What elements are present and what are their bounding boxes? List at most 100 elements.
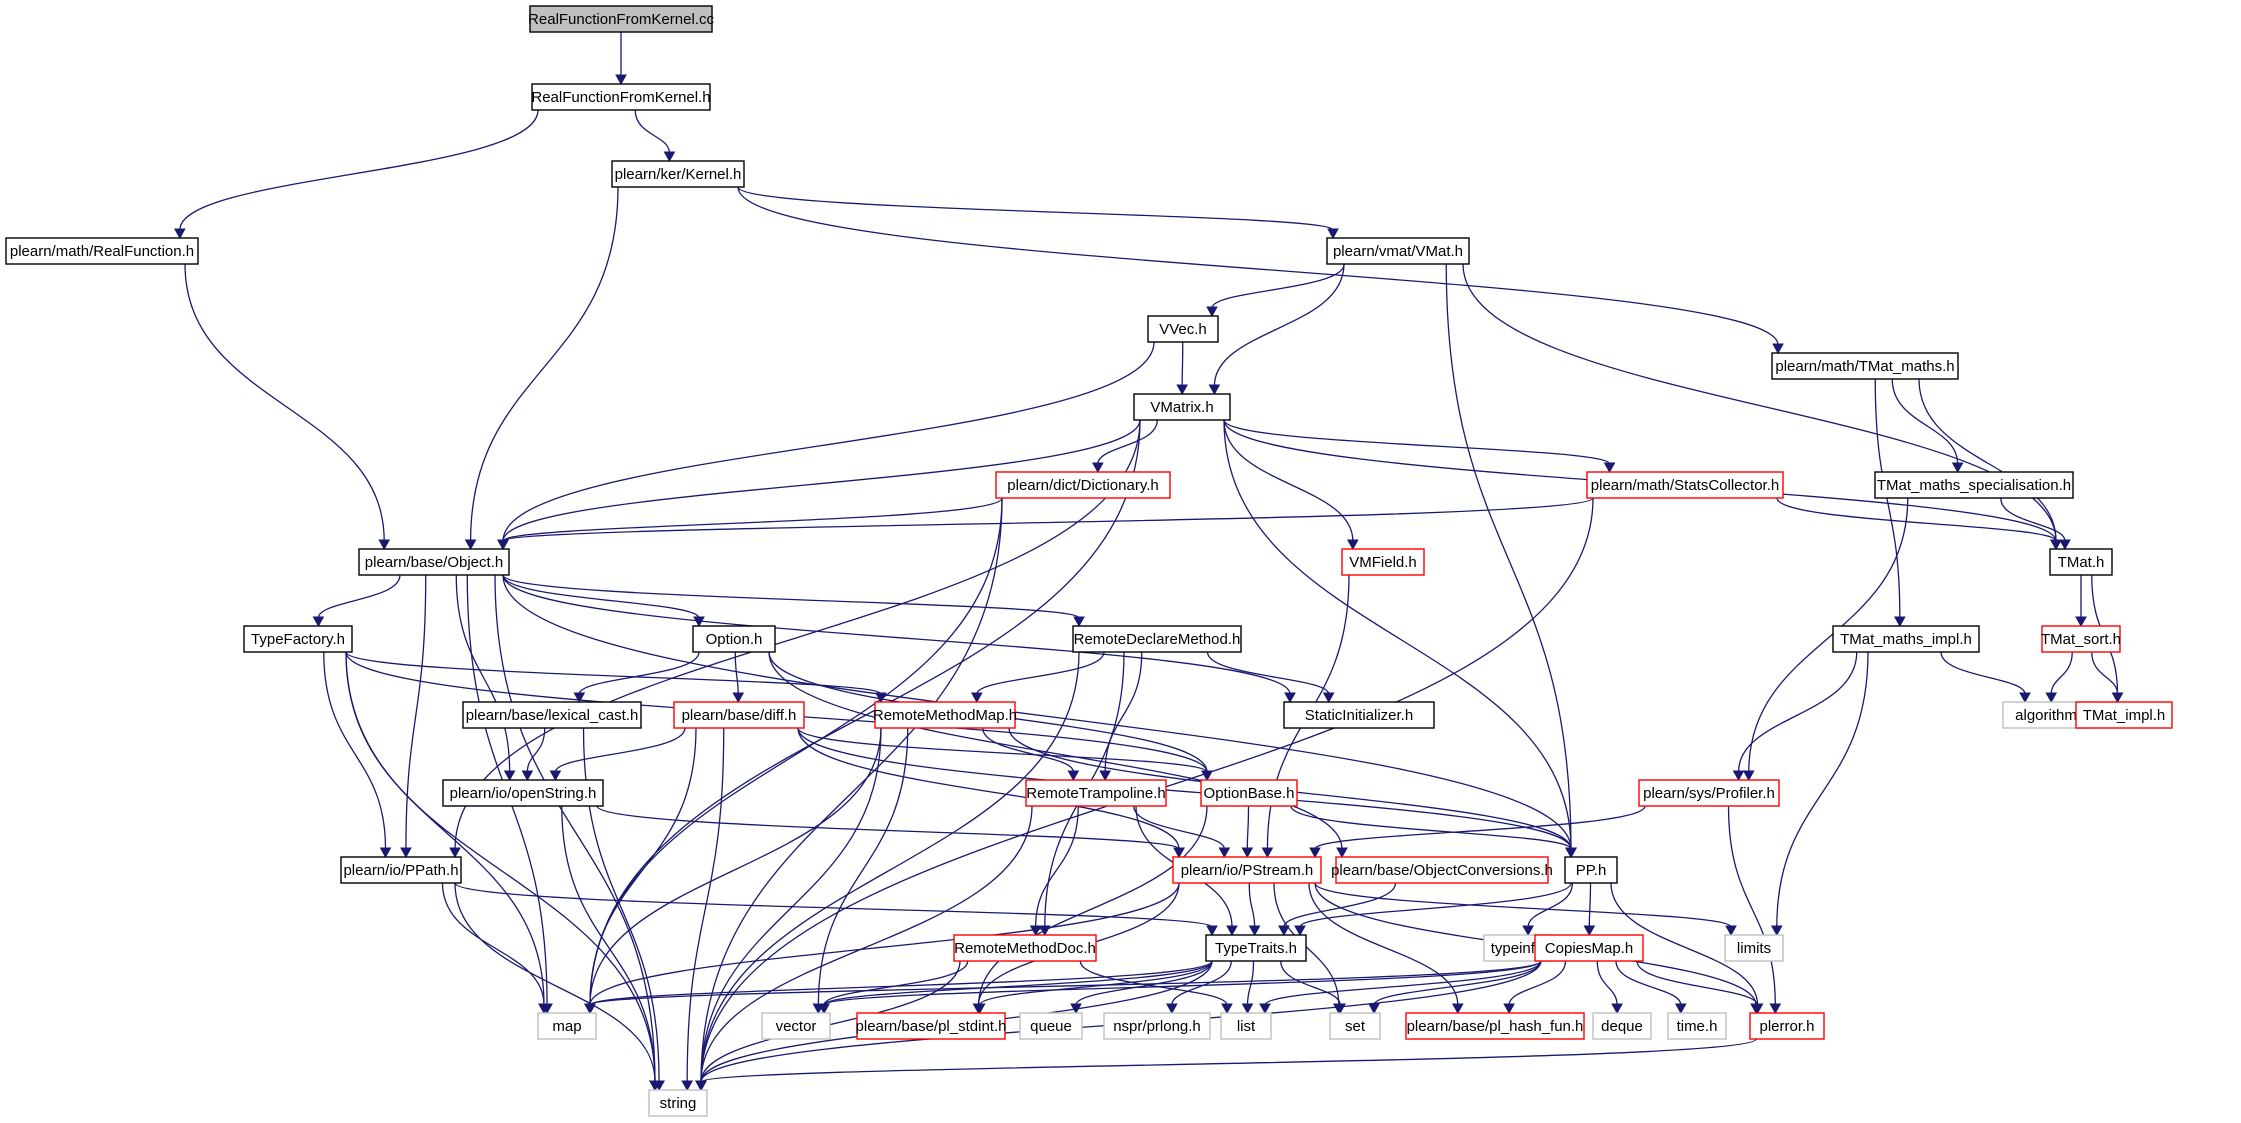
node-map: map [537, 1012, 597, 1040]
node-set: set [1329, 1012, 1381, 1040]
node-label-Object_h: plearn/base/Object.h [365, 554, 503, 571]
edge-TypeTraits_h-to-set [1280, 960, 1341, 1006]
node-box-pl_stdint_h [856, 1012, 1006, 1040]
arrowhead-RemoteTrampoline_h-to-PStream_h [1218, 847, 1231, 859]
node-box-RealFunction_h [5, 237, 199, 265]
node-label-map: map [552, 1018, 581, 1035]
node-RealFunction_h[interactable]: plearn/math/RealFunction.h [5, 237, 199, 265]
node-diff_h[interactable]: plearn/base/diff.h [673, 701, 805, 729]
node-TMat_maths_specialisation_h[interactable]: TMat_maths_specialisation.h [1874, 471, 2074, 499]
node-box-Kernel_h [611, 160, 745, 188]
node-openString_h[interactable]: plearn/io/openString.h [442, 779, 604, 807]
edge-diff_h-to-string [686, 727, 725, 1083]
node-TMat_impl_h[interactable]: TMat_impl.h [2075, 701, 2173, 729]
node-pl_stdint_h[interactable]: plearn/base/pl_stdint.h [856, 1012, 1007, 1040]
arrowhead-CopiesMap_h-to-set [1368, 1003, 1380, 1015]
node-RemoteMethodDoc_h[interactable]: RemoteMethodDoc.h [953, 934, 1097, 962]
edge-CopiesMap_h-to-plerror_h [1636, 960, 1758, 1006]
node-Object_h[interactable]: plearn/base/Object.h [358, 548, 510, 576]
arrowhead-TypeTraits_h-to-pl_stdint_h [973, 1003, 986, 1015]
edge-Dictionary_h-to-Object_h [502, 497, 1003, 542]
node-RemoteDeclareMethod_h[interactable]: RemoteDeclareMethod.h [1072, 625, 1242, 653]
node-lexical_cast_h[interactable]: plearn/base/lexical_cast.h [462, 701, 642, 729]
arrowhead-TMat_sort_h-to-algorithm [2045, 692, 2058, 704]
node-RemoteTrampoline_h[interactable]: RemoteTrampoline.h [1025, 779, 1167, 807]
edge-PPath_h-to-map [441, 882, 545, 1006]
node-TypeTraits_h[interactable]: TypeTraits.h [1205, 934, 1307, 962]
edge-StatsCollector_h-to-TMat_h [1776, 497, 2057, 542]
node-RealFunctionFromKernel_cc[interactable]: RealFunctionFromKernel.cc [528, 5, 714, 33]
arrowhead-plerror_h-to-string [695, 1080, 707, 1092]
arrowhead-Kernel_h-to-VMat_h [1327, 228, 1339, 240]
arrowhead-RemoteMethodDoc_h-to-list [1221, 1003, 1233, 1015]
arrowhead-Object_h-to-TypeFactory_h [312, 616, 325, 628]
edge-diff_h-to-OptionBase_h [797, 727, 1208, 773]
node-PP_h[interactable]: PP.h [1564, 856, 1618, 884]
node-StaticInitializer_h[interactable]: StaticInitializer.h [1283, 701, 1435, 729]
node-Dictionary_h[interactable]: plearn/dict/Dictionary.h [995, 471, 1171, 499]
node-label-RemoteDeclareMethod_h: RemoteDeclareMethod.h [1074, 631, 1241, 648]
edge-Kernel_h-to-Object_h [469, 186, 619, 542]
node-TMat_sort_h[interactable]: TMat_sort.h [2041, 625, 2121, 653]
node-label-TypeFactory_h: TypeFactory.h [251, 631, 345, 648]
node-Kernel_h[interactable]: plearn/ker/Kernel.h [611, 160, 745, 188]
node-label-RealFunctionFromKernel_cc: RealFunctionFromKernel.cc [528, 11, 714, 28]
node-limits: limits [1724, 934, 1784, 962]
node-box-VMField_h [1341, 548, 1425, 576]
node-label-diff_h: plearn/base/diff.h [682, 707, 797, 724]
node-vector: vector [761, 1012, 831, 1040]
node-PStream_h[interactable]: plearn/io/PStream.h [1172, 856, 1322, 884]
edge-Profiler_h-to-plerror_h [1727, 805, 1776, 1006]
edge-Object_h-to-openString_h [455, 574, 511, 773]
node-ObjectConversions_h[interactable]: plearn/base/ObjectConversions.h [1331, 856, 1553, 884]
edge-PStream_h-to-map [589, 882, 1180, 1006]
arrowhead-diff_h-to-string [681, 1080, 693, 1092]
node-VVec_h[interactable]: VVec.h [1147, 315, 1219, 343]
node-StatsCollector_h[interactable]: plearn/math/StatsCollector.h [1586, 471, 1784, 499]
node-TMat_maths_impl_h[interactable]: TMat_maths_impl.h [1832, 625, 1980, 653]
node-VMat_h[interactable]: plearn/vmat/VMat.h [1326, 237, 1470, 265]
edge-VMatrix_h-to-PPath_h [454, 419, 1141, 850]
edge-TMat_maths_h-to-TMat_maths_specialisation_h [1891, 378, 1959, 465]
node-Profiler_h[interactable]: plearn/sys/Profiler.h [1638, 779, 1780, 807]
node-label-list: list [1237, 1018, 1256, 1035]
node-VMatrix_h[interactable]: VMatrix.h [1133, 393, 1231, 421]
node-label-VMat_h: plearn/vmat/VMat.h [1333, 243, 1463, 260]
node-PPath_h[interactable]: plearn/io/PPath.h [340, 856, 462, 884]
edge-CopiesMap_h-to-deque [1596, 960, 1618, 1006]
edge-PP_h-to-plerror_h [1610, 882, 1759, 1006]
edge-CopiesMap_h-to-time_h [1615, 960, 1682, 1006]
edge-PPath_h-to-string [454, 882, 656, 1083]
node-TypeFactory_h[interactable]: TypeFactory.h [243, 625, 353, 653]
node-box-Object_h [358, 548, 510, 576]
node-RemoteMethodMap_h[interactable]: RemoteMethodMap.h [873, 701, 1017, 729]
node-CopiesMap_h[interactable]: CopiesMap.h [1534, 934, 1644, 962]
edges-layer [174, 32, 2124, 1092]
node-TMat_h[interactable]: TMat.h [2049, 548, 2113, 576]
node-queue: queue [1019, 1012, 1083, 1040]
arrowhead-CopiesMap_h-to-deque [1611, 1003, 1623, 1015]
node-OptionBase_h[interactable]: OptionBase.h [1200, 779, 1298, 807]
edge-RemoteDeclareMethod_h-to-StaticInitializer_h [1206, 651, 1330, 695]
edge-VMat_h-to-PP_h [1445, 263, 1572, 850]
arrowhead-Object_h-to-openString_h [503, 770, 516, 782]
node-VMField_h[interactable]: VMField.h [1341, 548, 1425, 576]
edge-diff_h-to-PStream_h [797, 727, 1180, 850]
node-plerror_h[interactable]: plerror.h [1749, 1012, 1825, 1040]
edge-diff_h-to-openString_h [554, 727, 686, 773]
node-box-VMatrix_h [1133, 393, 1231, 421]
node-pl_hash_fun_h[interactable]: plearn/base/pl_hash_fun.h [1405, 1012, 1585, 1040]
edge-OptionBase_h-to-PStream_h [1246, 805, 1250, 850]
edge-TypeFactory_h-to-PPath_h [323, 651, 387, 850]
edge-RealFunction_h-to-Object_h [184, 263, 385, 542]
node-time_h: time.h [1667, 1012, 1727, 1040]
arrowhead-Kernel_h-to-Object_h [464, 539, 477, 551]
node-box-StatsCollector_h [1586, 471, 1784, 499]
arrowhead-PPath_h-to-string [649, 1080, 661, 1092]
node-box-queue [1019, 1012, 1083, 1040]
node-TMat_maths_h[interactable]: plearn/math/TMat_maths.h [1771, 352, 1959, 380]
node-RealFunctionFromKernel_h[interactable]: RealFunctionFromKernel.h [531, 83, 711, 111]
node-Option_h[interactable]: Option.h [692, 625, 776, 653]
edge-VMat_h-to-VVec_h [1211, 263, 1345, 309]
edge-Object_h-to-string [494, 574, 656, 1083]
